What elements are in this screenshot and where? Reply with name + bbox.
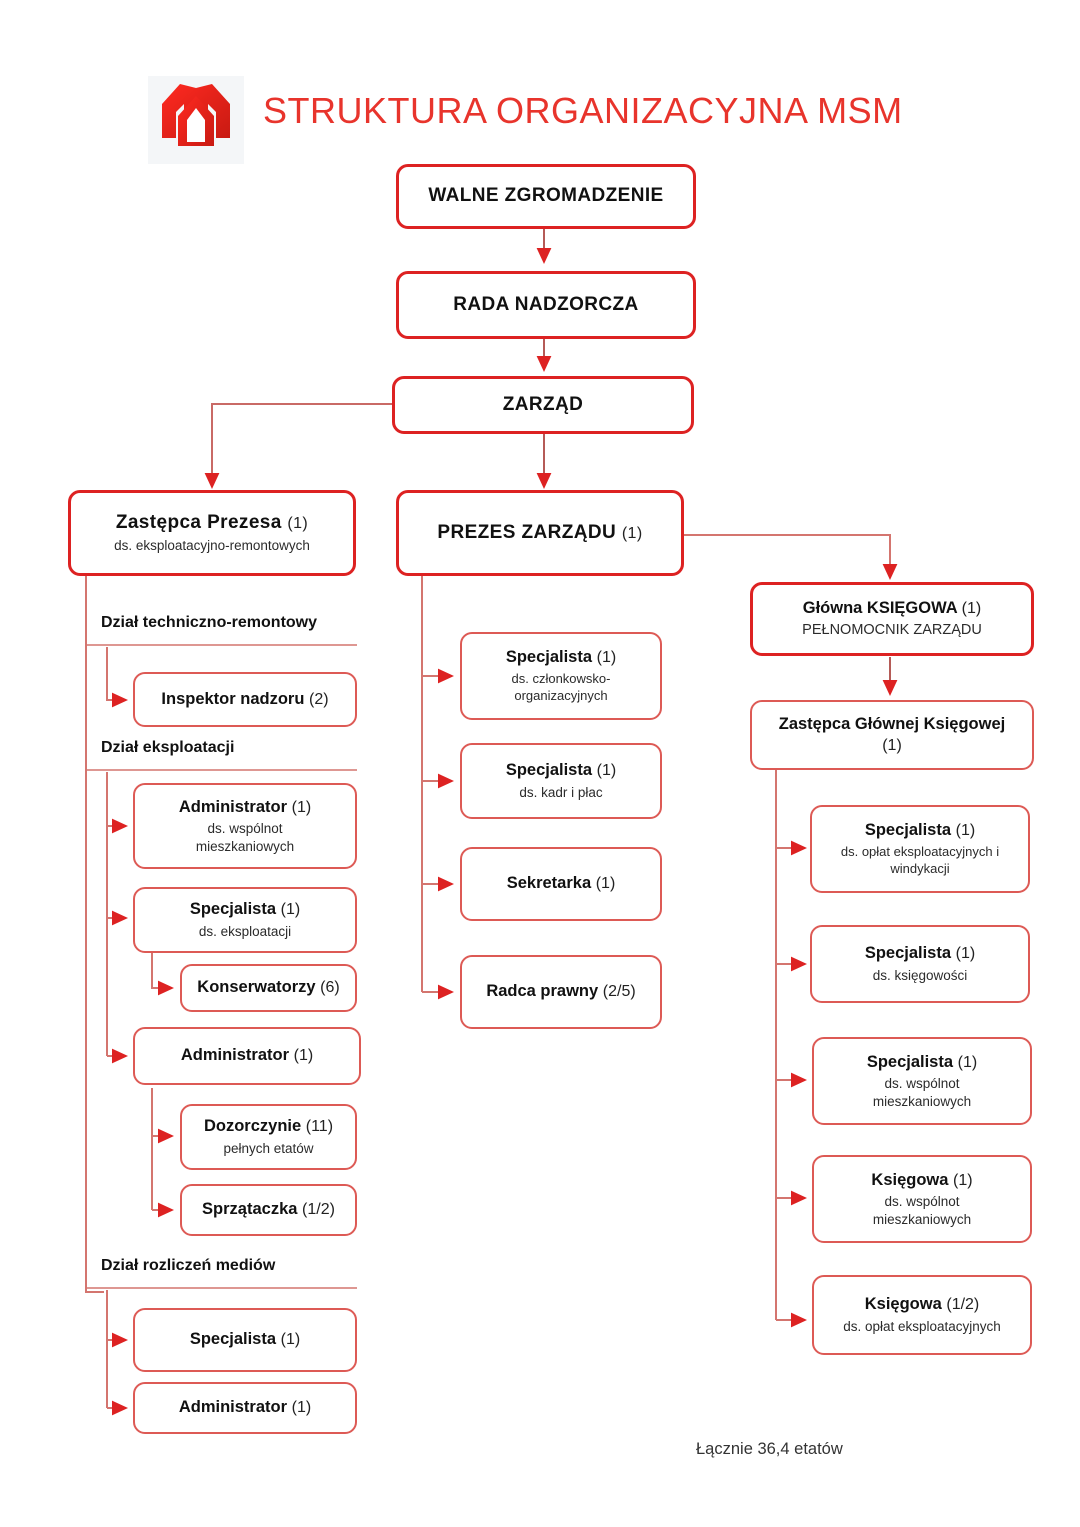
node-title: Księgowa (1) [871, 1170, 973, 1189]
node-count: (1) [293, 1047, 314, 1065]
node-ksiegowa-wspolnot[interactable]: Księgowa (1) ds. wspólnot mieszkaniowych [812, 1155, 1032, 1243]
node-title: ZARZĄD [502, 393, 584, 415]
node-title: Specjalista (1) [864, 821, 976, 840]
node-count: (1) [291, 798, 312, 816]
node-specjalista-kadry[interactable]: Specjalista (1) ds. kadr i płac [460, 743, 662, 819]
node-count: (2/5) [602, 983, 636, 1001]
node-count: (1/2) [946, 1296, 980, 1314]
node-title: Dozorczynie (11) [203, 1117, 334, 1136]
node-title: Specjalista (1) [189, 900, 301, 919]
node-specjalista-ksiegowosci[interactable]: Specjalista (1) ds. księgowości [810, 925, 1030, 1003]
node-subtitle: ds. wspólnot mieszkaniowych [195, 821, 295, 854]
node-count: (1) [287, 515, 309, 533]
node-subtitle: ds. wspólnot mieszkaniowych [872, 1076, 972, 1109]
node-title: Administrator (1) [178, 1398, 312, 1417]
node-count: (1) [961, 599, 982, 617]
node-title: Sprzątaczka (1/2) [202, 1200, 335, 1219]
node-count: (11) [305, 1118, 334, 1136]
total-fte-label: Łącznie 36,4 etatów [696, 1440, 843, 1458]
node-subtitle: ds. księgowości [872, 967, 968, 983]
node-dozorczynie[interactable]: Dozorczynie (11) pełnych etatów [180, 1104, 357, 1170]
node-subtitle: ds. kadr i płac [519, 784, 603, 800]
node-subtitle: PEŁNOMOCNIK ZARZĄDU [802, 622, 982, 639]
node-count: (6) [320, 979, 340, 997]
node-zastepca-prezesa[interactable]: Zastępca Prezesa (1) ds. eksploatacyjno-… [68, 490, 356, 576]
node-count: (1) [280, 1331, 301, 1349]
node-administrator-2[interactable]: Administrator (1) [133, 1027, 361, 1085]
dept-caption-eksploatacji: Dział eksploatacji [101, 739, 235, 756]
node-title: Administrator (1) [180, 1046, 314, 1065]
node-count: (1/2) [302, 1201, 335, 1219]
node-zastepca-glownej-ksiegowej[interactable]: Zastępca Głównej Księgowej (1) [750, 700, 1034, 770]
node-inspektor-nadzoru[interactable]: Inspektor nadzoru (2) [133, 672, 357, 727]
node-specjalista-czlonkowsko[interactable]: Specjalista (1) ds. członkowsko- organiz… [460, 632, 662, 720]
node-ksiegowa-oplaty[interactable]: Księgowa (1/2) ds. opłat eksploatacyjnyc… [812, 1275, 1032, 1355]
node-subtitle: ds. eksploatacji [198, 923, 292, 939]
node-subtitle: pełnych etatów [223, 1140, 314, 1156]
node-sekretarka[interactable]: Sekretarka (1) [460, 847, 662, 921]
node-title: Konserwatorzy (6) [197, 978, 340, 997]
node-subtitle: ds. wspólnot mieszkaniowych [872, 1194, 972, 1227]
node-title: Specjalista (1) [866, 1052, 978, 1071]
node-count: (1) [882, 736, 902, 754]
node-subtitle: ds. opłat eksploatacyjnych [843, 1318, 1001, 1334]
node-konserwatorzy[interactable]: Konserwatorzy (6) [180, 964, 357, 1012]
node-count: (1) [596, 762, 617, 780]
node-sprzataczka[interactable]: Sprzątaczka (1/2) [180, 1184, 357, 1236]
node-count: (1) [955, 945, 976, 963]
node-specjalista-oplaty-windykacja[interactable]: Specjalista (1) ds. opłat eksploatacyjny… [810, 805, 1030, 893]
node-subtitle: ds. eksploatacyjno-remontowych [114, 538, 310, 554]
node-count: (1) [595, 875, 616, 893]
node-title: Główna KSIĘGOWA (1) [802, 598, 982, 617]
node-subtitle: ds. opłat eksploatacyjnych i windykacji [840, 843, 1000, 876]
dept-caption-rozliczen-mediow: Dział rozliczeń mediów [101, 1257, 276, 1274]
node-title: PREZES ZARZĄDU (1) [437, 521, 643, 543]
node-title: Zastępca Prezesa (1) [115, 512, 309, 534]
node-title: RADA NADZORCZA [453, 293, 639, 315]
node-count: (1) [621, 524, 643, 542]
node-radca-prawny[interactable]: Radca prawny (2/5) [460, 955, 662, 1029]
double-house-logo-icon [148, 76, 244, 164]
node-title: Specjalista (1) [505, 648, 617, 667]
node-title: Sekretarka (1) [506, 874, 616, 893]
node-specjalista-eksploatacji[interactable]: Specjalista (1) ds. eksploatacji [133, 887, 357, 953]
node-count: (1) [957, 1053, 978, 1071]
node-count: (1) [280, 901, 301, 919]
node-title: Specjalista (1) [864, 944, 976, 963]
node-administrator-wspolnot[interactable]: Administrator (1) ds. wspólnot mieszkani… [133, 783, 357, 869]
node-title: Księgowa (1/2) [864, 1295, 980, 1314]
node-count: (1) [953, 1171, 973, 1189]
node-administrator-media[interactable]: Administrator (1) [133, 1382, 357, 1434]
node-glowna-ksiegowa[interactable]: Główna KSIĘGOWA (1) PEŁNOMOCNIK ZARZĄDU [750, 582, 1034, 656]
node-count: (1) [291, 1399, 312, 1417]
node-title: Specjalista (1) [505, 761, 617, 780]
node-specjalista-wspolnot[interactable]: Specjalista (1) ds. wspólnot mieszkaniow… [812, 1037, 1032, 1125]
node-zarzad[interactable]: ZARZĄD [392, 376, 694, 434]
dept-caption-techniczno-remontowy: Dział techniczno-remontowy [101, 614, 318, 631]
page-title: STRUKTURA ORGANIZACYJNA MSM [263, 90, 903, 131]
node-title: Zastępca Głównej Księgowej [778, 714, 1006, 733]
node-title: Administrator (1) [178, 797, 312, 816]
node-walne-zgromadzenie[interactable]: WALNE ZGROMADZENIE [396, 164, 696, 229]
node-rada-nadzorcza[interactable]: RADA NADZORCZA [396, 271, 696, 339]
node-title: Radca prawny (2/5) [486, 982, 636, 1001]
node-title: WALNE ZGROMADZENIE [428, 185, 664, 207]
node-count: (1) [596, 649, 617, 667]
node-specjalista-media[interactable]: Specjalista (1) [133, 1308, 357, 1372]
node-title: Specjalista (1) [189, 1330, 301, 1349]
node-subtitle: ds. członkowsko- organizacyjnych [511, 670, 611, 703]
node-count: (2) [309, 690, 329, 708]
node-prezes-zarzadu[interactable]: PREZES ZARZĄDU (1) [396, 490, 684, 576]
node-title: Inspektor nadzoru (2) [161, 689, 329, 708]
node-count: (1) [955, 822, 976, 840]
